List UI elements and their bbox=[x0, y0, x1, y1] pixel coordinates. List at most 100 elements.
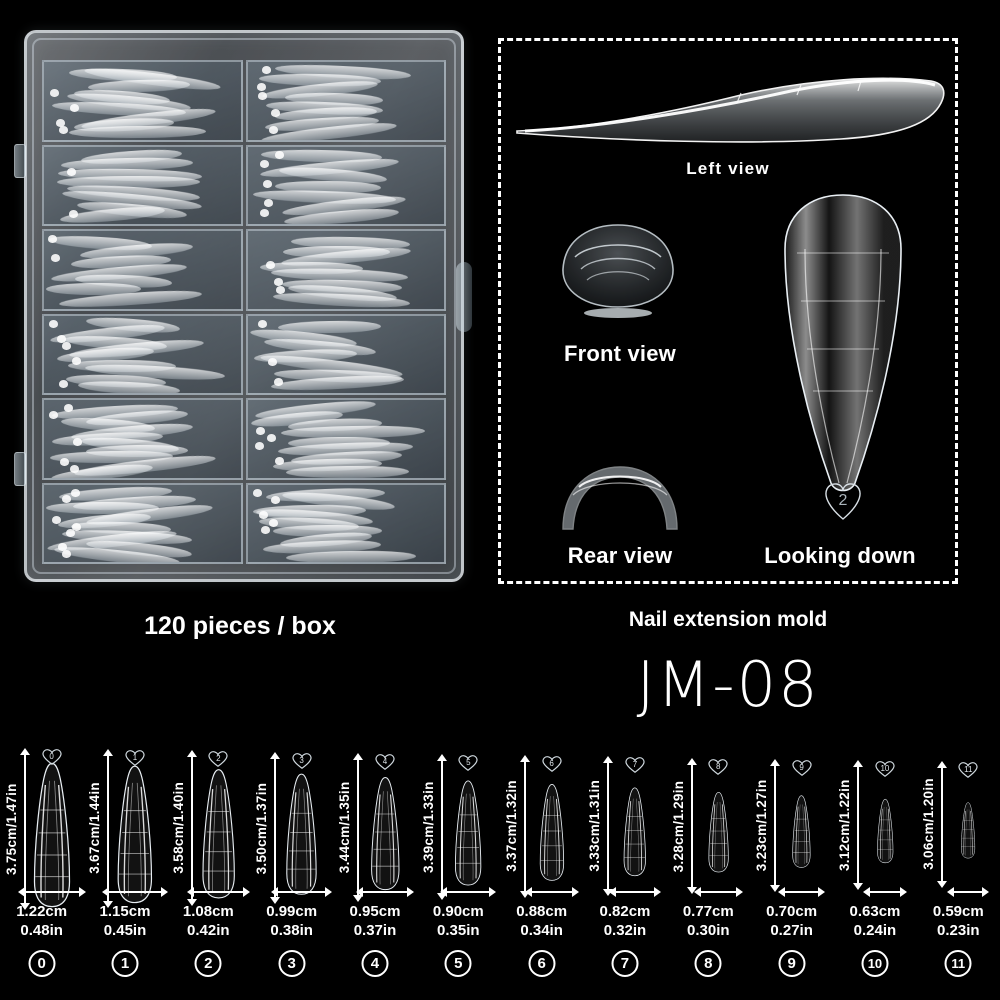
nail-tip-illustration bbox=[876, 772, 895, 890]
height-dimension-line bbox=[436, 754, 447, 900]
tip-heart-tab: 10 bbox=[873, 760, 897, 778]
nail-tip-heart-tab bbox=[71, 488, 81, 497]
nail-tip-heart-tab bbox=[56, 118, 66, 127]
size-badge: 0 bbox=[28, 950, 56, 977]
width-in: 0.48in bbox=[20, 922, 63, 939]
tip-heart-tab: 11 bbox=[956, 761, 980, 779]
nail-tip-illustration bbox=[960, 773, 976, 888]
height-label: 3.06cm/1.20in bbox=[920, 778, 936, 871]
pieces-per-box-caption: 120 pieces / box bbox=[144, 612, 336, 640]
nail-tip-heart-tab bbox=[49, 410, 59, 419]
tip-heart-tab: 4 bbox=[373, 753, 397, 771]
nail-tip-heart-tab bbox=[257, 91, 267, 100]
size-badge: 10 bbox=[861, 950, 889, 977]
width-in: 0.24in bbox=[853, 922, 897, 939]
size-badge: 3 bbox=[278, 950, 306, 977]
nail-tip bbox=[69, 125, 207, 139]
nail-tip-heart-tab bbox=[265, 260, 275, 269]
width-label: 0.63cm 0.24in bbox=[833, 902, 916, 940]
width-dimension-line bbox=[17, 887, 86, 897]
width-cm: 1.15cm bbox=[99, 903, 151, 920]
width-dimension-line bbox=[609, 887, 661, 897]
height-dimension-line bbox=[20, 748, 30, 910]
size-badge: 2 bbox=[194, 950, 222, 977]
nail-tip-heart-tab bbox=[267, 434, 277, 443]
nail-tip-heart-tab bbox=[257, 319, 267, 328]
nail-tip-heart-tab bbox=[275, 286, 285, 294]
width-cm: 0.82cm bbox=[599, 903, 651, 920]
height-label: 3.33cm/1.31in bbox=[587, 780, 603, 873]
height-dimension-line bbox=[603, 756, 614, 896]
nail-tip-heart-tab bbox=[62, 549, 72, 558]
tip-heart-tab: 9 bbox=[790, 759, 814, 777]
width-dimension-line bbox=[186, 887, 251, 897]
mold-views-panel: Left view Front view bbox=[498, 38, 958, 584]
size-badge: 11 bbox=[944, 950, 972, 977]
nail-tip-heart-tab bbox=[66, 167, 76, 176]
nail-tip-heart-tab bbox=[256, 426, 266, 435]
width-dimension-line bbox=[693, 887, 744, 897]
case-clasp-bottom bbox=[14, 452, 26, 486]
height-dimension-line bbox=[269, 751, 280, 905]
tip-heart-tab: 2 bbox=[206, 750, 230, 768]
nail-tip-illustration bbox=[115, 761, 155, 908]
nail-tip-heart-tab bbox=[252, 488, 262, 497]
height-dimension-line bbox=[769, 758, 780, 893]
nail-tip-illustration bbox=[31, 760, 73, 910]
case-clasp-top bbox=[14, 144, 26, 178]
tip-heart-tab: 3 bbox=[290, 752, 314, 770]
size-badge: 4 bbox=[361, 950, 389, 977]
nail-tip-heart-tab bbox=[270, 496, 280, 505]
case-compartment bbox=[42, 144, 243, 226]
case-compartment bbox=[42, 313, 243, 395]
width-cm: 0.63cm bbox=[849, 903, 901, 920]
nail-tip-heart-tab bbox=[61, 342, 71, 351]
height-dimension-line bbox=[853, 760, 864, 890]
nail-tip-heart-tab bbox=[273, 377, 283, 386]
nail-tip-illustration bbox=[453, 766, 483, 900]
case-compartment bbox=[42, 229, 243, 311]
height-label: 3.75cm/1.47in bbox=[4, 783, 19, 875]
nail-tip-illustration bbox=[284, 764, 319, 904]
nail-tip-heart-tab bbox=[274, 456, 284, 465]
height-label: 3.67cm/1.44in bbox=[87, 782, 103, 875]
mold-tab-number: 2 bbox=[839, 492, 848, 509]
height-label: 3.28cm/1.29in bbox=[670, 779, 686, 872]
nail-tip-heart-tab bbox=[62, 495, 72, 504]
left-view-label: Left view bbox=[686, 159, 770, 178]
width-in: 0.30in bbox=[687, 922, 730, 939]
nail-tip-heart-tab bbox=[65, 529, 75, 538]
nail-tip-heart-tab bbox=[71, 522, 81, 531]
tip-heart-tab: 1 bbox=[123, 749, 147, 767]
nail-tip-heart-tab bbox=[260, 160, 270, 169]
nail-tip-heart-tab bbox=[70, 465, 80, 474]
width-dimension-line bbox=[355, 887, 414, 897]
nail-tip-heart-tab bbox=[268, 358, 278, 367]
height-label: 3.39cm/1.33in bbox=[420, 781, 436, 873]
nail-tip-illustration bbox=[622, 768, 648, 896]
rear-view-label: Rear view bbox=[567, 543, 673, 568]
front-view-label: Front view bbox=[563, 341, 676, 366]
width-cm: 0.88cm bbox=[516, 903, 568, 920]
case-compartment bbox=[245, 313, 446, 395]
nail-tip-heart-tab bbox=[49, 319, 59, 328]
nail-tip-heart-tab bbox=[69, 210, 79, 218]
nail-tip-heart-tab bbox=[72, 438, 82, 446]
nail-tip-illustration bbox=[369, 765, 402, 902]
size-badge: 1 bbox=[111, 950, 139, 977]
nail-tip-heart-tab bbox=[269, 125, 279, 134]
nail-tip-heart-tab bbox=[71, 357, 81, 366]
width-dimension-line bbox=[271, 887, 333, 897]
product-box-photo bbox=[8, 22, 478, 590]
nail-tip-heart-tab bbox=[64, 404, 74, 412]
